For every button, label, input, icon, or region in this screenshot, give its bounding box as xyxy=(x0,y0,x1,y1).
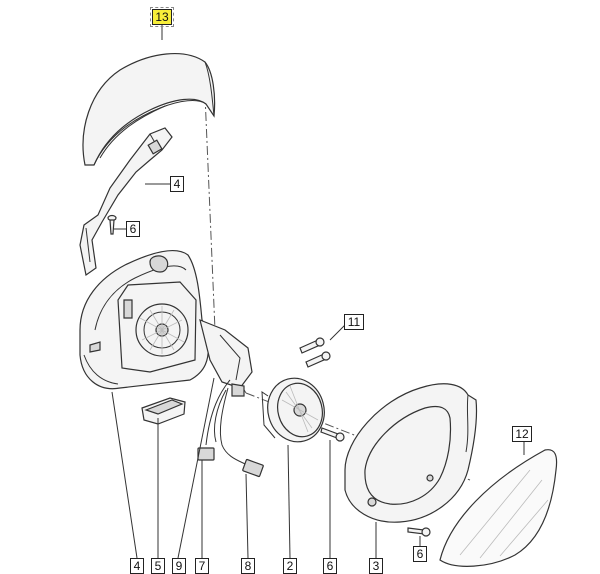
adjustment-motor xyxy=(261,377,325,443)
turn-signal-strip xyxy=(79,127,173,277)
mirror-housing xyxy=(79,249,253,397)
callout-6-bottom: 6 xyxy=(323,558,337,574)
callout-4-bottom: 4 xyxy=(130,558,144,574)
mirror-frame xyxy=(344,383,478,523)
callout-3: 3 xyxy=(369,558,383,574)
mirror-cap xyxy=(82,52,216,166)
screw-upper xyxy=(107,214,117,235)
callout-8: 8 xyxy=(241,558,255,574)
screws-pair xyxy=(299,337,331,368)
mirror-glass xyxy=(439,449,558,567)
connector-block xyxy=(141,397,186,425)
callout-12: 12 xyxy=(512,426,532,442)
callout-4-upper: 4 xyxy=(170,176,184,192)
callout-13: 13 xyxy=(150,7,174,27)
callout-5: 5 xyxy=(151,558,165,574)
wiring-harness xyxy=(197,379,264,478)
callout-9: 9 xyxy=(172,558,186,574)
screw-middle xyxy=(320,427,345,442)
callout-2: 2 xyxy=(283,558,297,574)
callout-11: 11 xyxy=(344,314,364,330)
callout-6-upper: 6 xyxy=(126,221,140,237)
leader-lines xyxy=(111,24,525,559)
screw-lower xyxy=(407,527,431,537)
callout-7: 7 xyxy=(195,558,209,574)
callout-6-lower: 6 xyxy=(413,546,427,562)
